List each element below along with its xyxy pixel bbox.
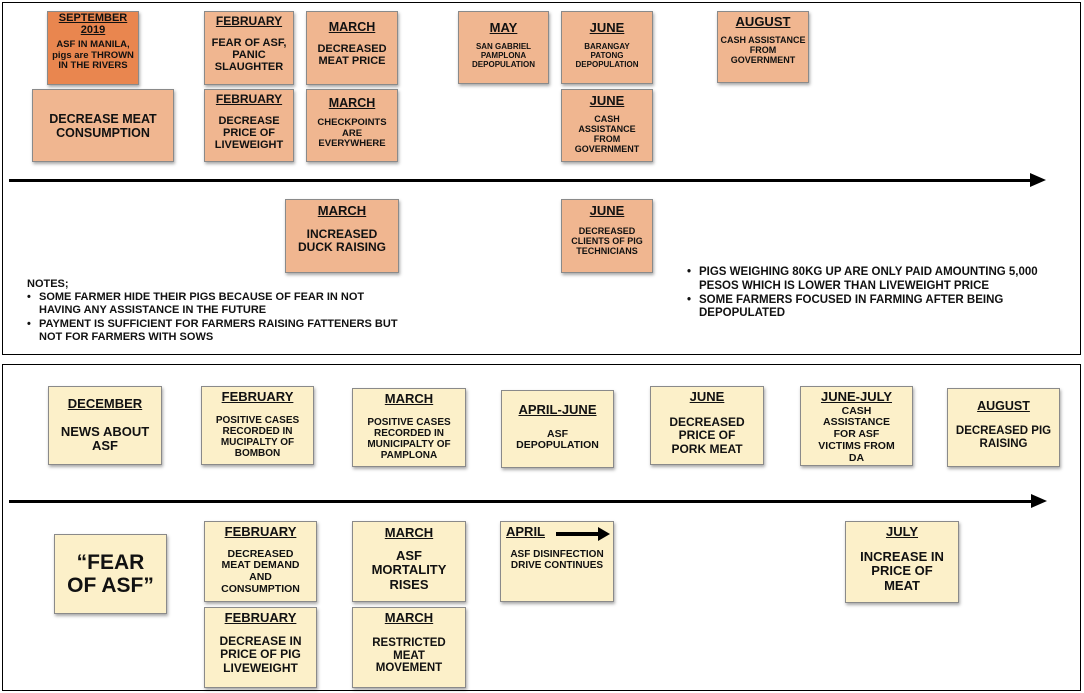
card-month: APRIL — [506, 524, 545, 539]
card-june-cash: JUNE CASH ASSISTANCE FROM GOVERNMENT — [561, 89, 653, 162]
card-june-technicians: JUNE DECREASED CLIENTS OF PIG TECHNICIAN… — [561, 199, 653, 273]
card-august-pig-raising: AUGUST DECREASED PIG RAISING — [947, 388, 1060, 467]
card-march-duck: MARCH INCREASED DUCK RAISING — [285, 199, 399, 273]
card-month: MAY — [489, 20, 518, 35]
card-month: JUNE — [589, 20, 625, 35]
note-item: SOME FARMER HIDE THEIR PIGS BECAUSE OF F… — [27, 291, 407, 317]
card-month: JULY — [885, 524, 919, 539]
card-text: CASH ASSISTANCE FROM GOVERNMENT — [574, 113, 640, 154]
card-april-june-depopulation: APRIL-JUNE ASF DEPOPULATION — [501, 390, 614, 468]
card-month: AUGUST — [735, 14, 791, 29]
card-text: “FEAR OF ASF” — [67, 550, 154, 597]
card-month: MARCH — [384, 525, 434, 540]
card-march-mortality: MARCH ASF MORTALITY RISES — [352, 521, 466, 602]
card-june-pork-price: JUNE DECREASED PRICE OF PORK MEAT — [650, 386, 764, 465]
card-month: MARCH — [317, 203, 367, 218]
card-text: SAN GABRIEL PAMPLONA DEPOPULATION — [472, 41, 535, 69]
card-text: DECREASE IN PRICE OF PIG LIVEWEIGHT — [219, 633, 302, 675]
card-text: DECREASED PRICE OF PORK MEAT — [669, 414, 745, 456]
timeline-panel-2: DECEMBER NEWS ABOUT ASF FEBRUARY POSITIV… — [2, 364, 1081, 691]
notes-left: NOTES; SOME FARMER HIDE THEIR PIGS BECAU… — [27, 278, 407, 344]
card-text: ASF DISINFECTION DRIVE CONTINUES — [510, 548, 604, 571]
card-month: FEBRUARY — [224, 524, 297, 539]
card-text: POSITIVE CASES RECORDED IN MUCIPALTY OF … — [215, 414, 300, 460]
note-item: PIGS WEIGHING 80KG UP ARE ONLY PAID AMOU… — [687, 266, 1062, 294]
arrow-right-icon — [556, 527, 610, 541]
card-feb-liveweight: FEBRUARY DECREASE PRICE OF LIVEWEIGHT — [204, 89, 294, 162]
card-march-meat-price: MARCH DECREASED MEAT PRICE — [306, 11, 398, 85]
card-month: FEBRUARY — [215, 14, 283, 28]
card-text: DECREASED CLIENTS OF PIG TECHNICIANS — [571, 225, 643, 256]
card-month: MARCH — [328, 20, 376, 34]
card-march-restricted: MARCH RESTRICTED MEAT MOVEMENT — [352, 607, 466, 688]
card-decrease-meat-consumption: DECREASE MEAT CONSUMPTION — [32, 89, 174, 162]
card-july-meat-price: JULY INCREASE IN PRICE OF MEAT — [845, 521, 959, 603]
note-item: PAYMENT IS SUFFICIENT FOR FARMERS RAISIN… — [27, 318, 407, 344]
card-text: CASH ASSISTANCE FOR ASF VICTIMS FROM DA — [818, 404, 895, 464]
card-text: POSITIVE CASES RECORDED IN MUNICIPALTY O… — [367, 416, 451, 462]
card-text: DECREASED MEAT PRICE — [317, 43, 387, 68]
card-june-patong: JUNE BARANGAY PATONG DEPOPULATION — [561, 11, 653, 84]
card-text: ASF MORTALITY RISES — [371, 547, 447, 592]
card-month: FEBRUARY — [221, 389, 294, 404]
card-feb-fear-panic: FEBRUARY FEAR OF ASF, PANIC SLAUGHTER — [204, 11, 294, 85]
card-text: DECREASE PRICE OF LIVEWEIGHT — [214, 114, 284, 152]
card-april-disinfection: APRIL ASF DISINFECTION DRIVE CONTINUES — [500, 521, 614, 602]
card-month: MARCH — [384, 391, 434, 406]
card-text: DECREASED MEAT DEMAND AND CONSUMPTION — [221, 547, 300, 595]
card-text: FEAR OF ASF, PANIC SLAUGHTER — [211, 36, 287, 74]
card-month: AUGUST — [977, 399, 1030, 413]
card-month: FEBRUARY — [224, 610, 297, 625]
card-text: NEWS ABOUT ASF — [60, 423, 150, 454]
note-item: SOME FARMERS FOCUSED IN FARMING AFTER BE… — [687, 294, 1062, 322]
card-text: RESTRICTED MEAT MOVEMENT — [372, 636, 446, 675]
card-month: MARCH — [384, 610, 434, 625]
card-text: BARANGAY PATONG DEPOPULATION — [575, 41, 639, 69]
notes-right: PIGS WEIGHING 80KG UP ARE ONLY PAID AMOU… — [687, 266, 1062, 321]
card-month: SEPTEMBER 2019 — [58, 12, 128, 36]
timeline-panel-1: SEPTEMBER 2019 ASF IN MANILA, pigs are T… — [2, 2, 1081, 355]
card-may-depopulation: MAY SAN GABRIEL PAMPLONA DEPOPULATION — [458, 11, 549, 84]
notes-title: NOTES; — [27, 278, 69, 290]
card-text: DECREASE MEAT CONSUMPTION — [49, 111, 157, 140]
card-text: CHECKPOINTS ARE EVERYWHERE — [317, 117, 387, 150]
card-month: JUNE — [689, 389, 725, 404]
card-text: CASH ASSISTANCE FROM GOVERNMENT — [720, 34, 806, 65]
card-text: ASF IN MANILA, pigs are THROWN IN THE RI… — [52, 39, 134, 72]
card-text: DECREASED PIG RAISING — [955, 425, 1052, 450]
card-fear-of-asf: “FEAR OF ASF” — [54, 534, 167, 614]
card-month: APRIL-JUNE — [518, 402, 597, 417]
card-december-news: DECEMBER NEWS ABOUT ASF — [48, 386, 162, 465]
card-month: FEBRUARY — [215, 92, 283, 106]
card-feb-bombon: FEBRUARY POSITIVE CASES RECORDED IN MUCI… — [201, 386, 314, 465]
card-month: JUNE-JULY — [820, 389, 893, 404]
timeline-arrow — [9, 173, 1046, 187]
card-feb-meat-demand: FEBRUARY DECREASED MEAT DEMAND AND CONSU… — [204, 521, 317, 602]
card-feb-pig-liveweight: FEBRUARY DECREASE IN PRICE OF PIG LIVEWE… — [204, 607, 317, 688]
card-month: DECEMBER — [67, 396, 143, 411]
timeline-arrow — [9, 494, 1047, 508]
card-text: INCREASED DUCK RAISING — [297, 226, 386, 255]
card-august-cash: AUGUST CASH ASSISTANCE FROM GOVERNMENT — [717, 11, 809, 83]
card-text: ASF DEPOPULATION — [516, 427, 599, 452]
card-march-pamplona: MARCH POSITIVE CASES RECORDED IN MUNICIP… — [352, 388, 466, 467]
card-sept-2019: SEPTEMBER 2019 ASF IN MANILA, pigs are T… — [47, 11, 139, 85]
card-month: MARCH — [328, 96, 376, 110]
card-month: JUNE — [589, 203, 625, 218]
card-text: INCREASE IN PRICE OF MEAT — [860, 548, 944, 593]
card-june-july-cash: JUNE-JULY CASH ASSISTANCE FOR ASF VICTIM… — [800, 386, 913, 466]
card-month: JUNE — [589, 93, 625, 108]
card-march-checkpoints: MARCH CHECKPOINTS ARE EVERYWHERE — [306, 89, 398, 162]
